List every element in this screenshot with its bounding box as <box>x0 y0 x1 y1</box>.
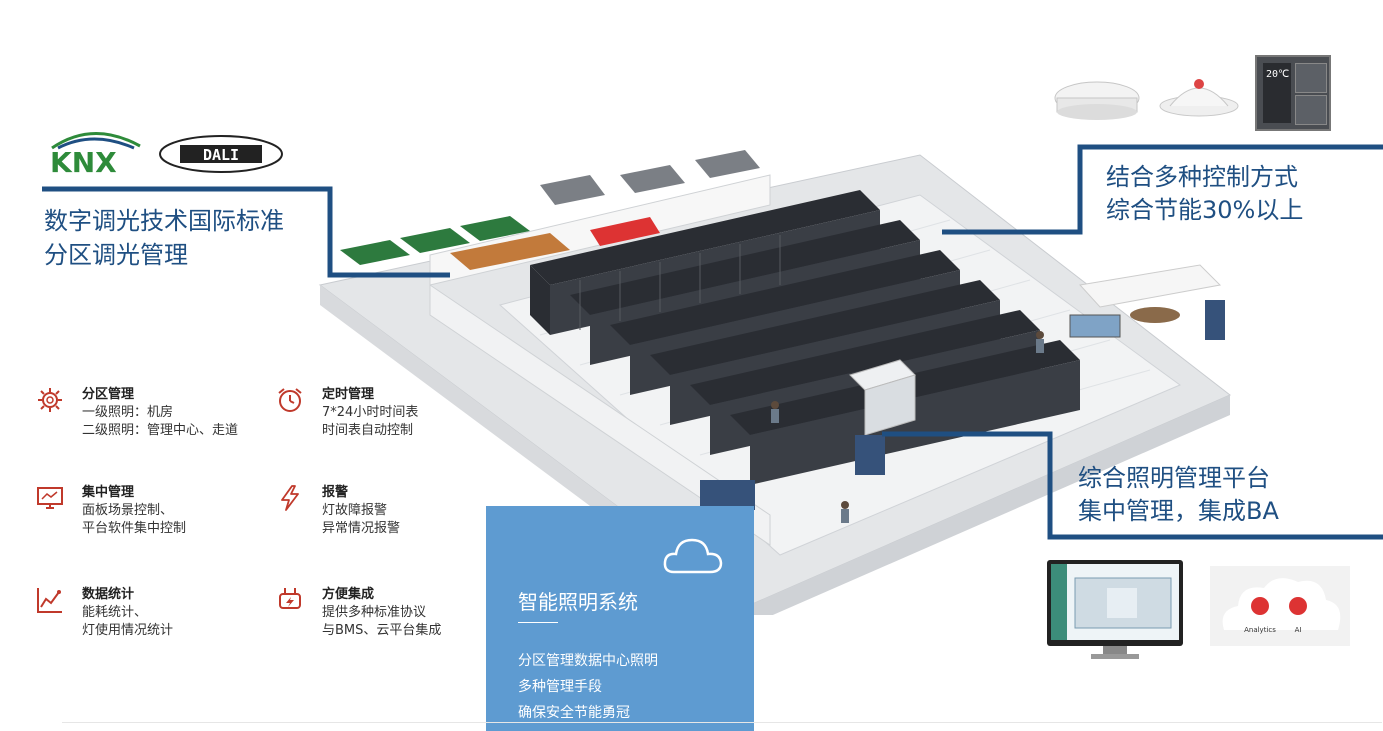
system-summary-panel: 智能照明系统 分区管理数据中心照明 多种管理手段 确保安全节能勇冠 <box>486 506 754 731</box>
ceiling-sensor <box>1053 78 1141 128</box>
feature-timer-management: 定时管理 7*24小时时间表时间表自动控制 <box>276 386 496 446</box>
feature-line: 面板场景控制、 <box>82 503 174 518</box>
monitor-software-screen <box>1047 560 1183 664</box>
bottom-divider <box>62 722 1382 723</box>
feature-integration: 方便集成 提供多种标准协议与BMS、云平台集成 <box>276 586 496 646</box>
callout-left-line1: 数字调光技术国际标准 <box>44 207 284 235</box>
feature-line: 能耗统计、 <box>82 605 148 620</box>
feature-line: 提供多种标准协议 <box>322 605 427 620</box>
alarm-clock-icon <box>276 386 304 414</box>
panel-line: 确保安全节能勇冠 <box>518 705 630 721</box>
downlight-sensor <box>1158 74 1240 128</box>
left-callout-line <box>42 186 450 278</box>
data-center-illustration <box>318 150 1231 615</box>
knx-logo-text: KNX <box>50 146 117 176</box>
chart-icon <box>36 586 64 614</box>
feature-title: 分区管理 <box>82 387 135 402</box>
feature-title: 数据统计 <box>82 587 135 602</box>
feature-line: 与BMS、云平台集成 <box>322 623 442 638</box>
feature-line: 一级照明：机房 <box>82 405 174 420</box>
lightning-icon <box>276 484 304 512</box>
gear-icon <box>36 386 64 414</box>
plug-icon <box>276 586 304 614</box>
panel-title: 智能照明系统 <box>518 590 638 614</box>
panel-line: 多种管理手段 <box>518 679 602 695</box>
monitor-icon <box>36 484 64 512</box>
panel-divider <box>518 622 558 623</box>
feature-line: 7*24小时时间表 <box>322 405 419 420</box>
callout-bottom-right-line2: 集中管理，集成BA <box>1078 497 1279 525</box>
ai-label: AI <box>1295 626 1302 634</box>
knx-logo: KNX <box>48 126 148 179</box>
feature-line: 灯使用情况统计 <box>82 623 174 638</box>
feature-line: 灯故障报警 <box>322 503 388 518</box>
feature-statistics: 数据统计 能耗统计、灯使用情况统计 <box>36 586 296 646</box>
feature-line: 异常情况报警 <box>322 521 401 536</box>
control-panel-device: 20℃ <box>1255 55 1331 131</box>
dali-logo-text: DALI <box>203 146 239 164</box>
top-right-callout-line <box>942 144 1383 235</box>
feature-line: 时间表自动控制 <box>322 423 414 438</box>
analytics-label: Analytics <box>1244 626 1276 634</box>
cloud-platform-graphic: Analytics AI <box>1210 566 1350 646</box>
device-display: 20℃ <box>1266 69 1290 80</box>
cloud-icon <box>662 532 724 582</box>
feature-alarm: 报警 灯故障报警异常情况报警 <box>276 484 496 544</box>
feature-line: 平台软件集中控制 <box>82 521 187 536</box>
bottom-right-callout-line <box>882 431 1383 540</box>
feature-line: 二级照明：管理中心、走道 <box>82 423 239 438</box>
callout-bottom-right-line1: 综合照明管理平台 <box>1078 464 1270 492</box>
feature-title: 方便集成 <box>322 587 375 602</box>
callout-top-right-line1: 结合多种控制方式 <box>1106 163 1298 191</box>
dali-logo: DALI <box>158 134 284 174</box>
feature-central-management: 集中管理 面板场景控制、平台软件集中控制 <box>36 484 296 544</box>
feature-title: 集中管理 <box>82 485 135 500</box>
callout-top-right-line2: 综合节能30%以上 <box>1106 196 1304 224</box>
panel-line: 分区管理数据中心照明 <box>518 653 658 669</box>
feature-zone-management: 分区管理 一级照明：机房二级照明：管理中心、走道 <box>36 386 296 446</box>
feature-title: 报警 <box>322 485 349 500</box>
feature-title: 定时管理 <box>322 387 375 402</box>
callout-left-line2: 分区调光管理 <box>44 241 188 269</box>
